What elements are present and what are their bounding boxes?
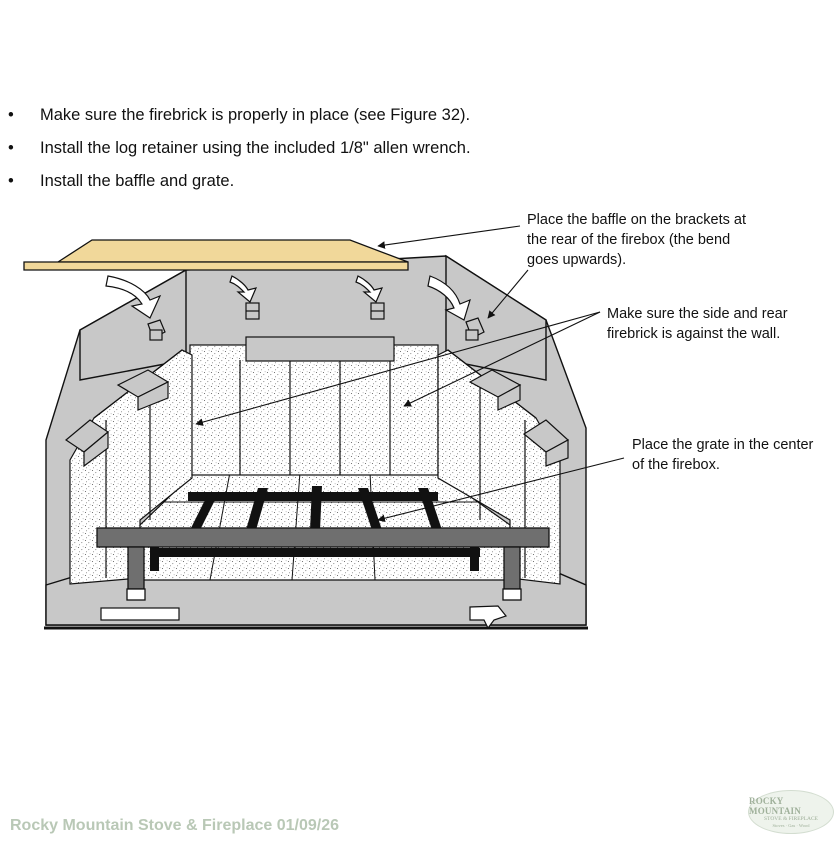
- log-retainer: [96, 527, 550, 601]
- instruction-text: Install the baffle and grate.: [40, 172, 235, 190]
- side-bracket: [116, 369, 170, 411]
- side-bracket: [64, 419, 110, 468]
- curved-arrow: [229, 275, 258, 303]
- logo-line: STOVE & FIREPLACE: [764, 815, 818, 822]
- floor-latch: [469, 605, 508, 630]
- baffle-brackets: [64, 302, 570, 468]
- rear-firebrick: [189, 336, 439, 476]
- curved-arrow: [427, 275, 471, 321]
- bracket: [245, 302, 260, 320]
- bullet-marker: •: [8, 106, 14, 124]
- curved-arrow: [105, 275, 162, 319]
- side-bracket: [468, 369, 522, 411]
- dealer-logo: ROCKY MOUNTAIN STOVE & FIREPLACE Stoves …: [748, 790, 834, 834]
- leader-line: [377, 457, 625, 523]
- callout-firebrick: Make sure the side and rear firebrick is…: [607, 306, 788, 342]
- callout-baffle: Place the baffle on the brackets at the …: [527, 212, 746, 268]
- leader-line: [195, 311, 601, 426]
- baffle-board: [23, 239, 409, 271]
- footer-dealer-date: Rocky Mountain Stove & Fireplace 01/09/2…: [10, 817, 340, 834]
- logo-line: Stoves · Gas · Wood: [772, 822, 810, 828]
- curved-arrow: [355, 275, 384, 303]
- leader-line: [487, 269, 529, 319]
- leader-line: [377, 225, 521, 249]
- bullet-marker: •: [8, 172, 14, 190]
- instruction-text: Install the log retainer using the inclu…: [40, 139, 471, 157]
- callout-leaders: [195, 225, 625, 523]
- bracket: [147, 319, 166, 341]
- logo-line: ROCKY MOUNTAIN: [749, 795, 801, 816]
- callout-grate: Place the grate in the center of the fir…: [632, 437, 814, 473]
- log-grate: [150, 486, 480, 571]
- bullet-marker: •: [8, 139, 14, 157]
- instruction-text: Make sure the firebrick is properly in p…: [40, 106, 471, 124]
- right-side-firebrick: [437, 349, 561, 585]
- bracket: [370, 302, 385, 320]
- bracket: [465, 317, 485, 341]
- side-bracket: [522, 419, 570, 467]
- floor-plate: [100, 607, 180, 621]
- leader-line: [403, 311, 601, 407]
- placement-arrows: [105, 275, 471, 321]
